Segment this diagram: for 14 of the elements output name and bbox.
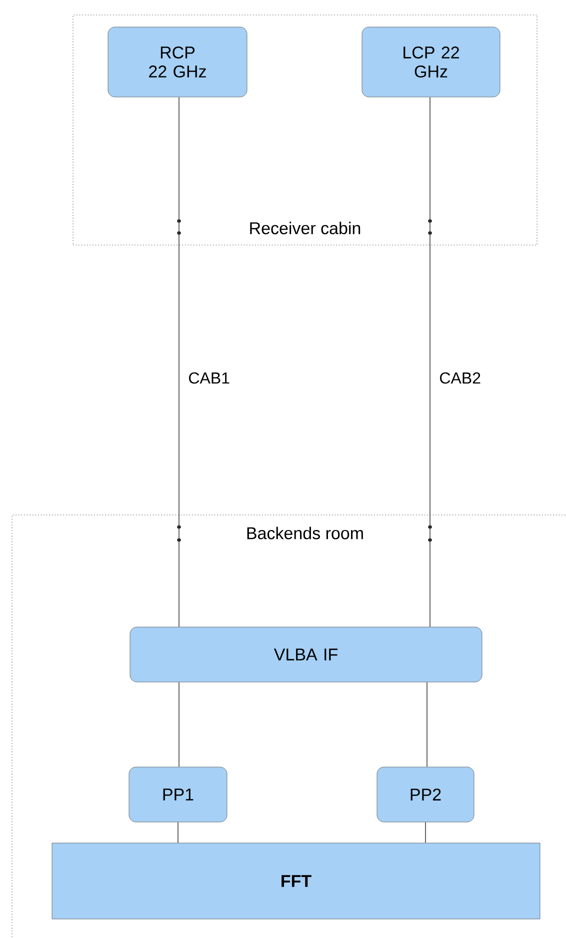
- area-title: Receiver cabin: [248, 220, 362, 236]
- process-box: VLBA IF: [130, 626, 482, 682]
- edge-label: CAB2: [438, 371, 482, 385]
- process-box: RCP 22 GHz: [108, 26, 248, 98]
- connector-line: [178, 682, 180, 768]
- connector-line: [178, 96, 180, 628]
- process-box: LCP 22 GHz: [362, 26, 500, 98]
- process-box: PP2: [376, 766, 474, 822]
- process-box: PP1: [128, 766, 228, 822]
- connector-line: [426, 682, 428, 768]
- area-title: Backends room: [244, 526, 366, 540]
- edge-label: CAB1: [187, 371, 231, 385]
- process-box: FFT: [52, 842, 540, 920]
- connector-line: [425, 822, 426, 844]
